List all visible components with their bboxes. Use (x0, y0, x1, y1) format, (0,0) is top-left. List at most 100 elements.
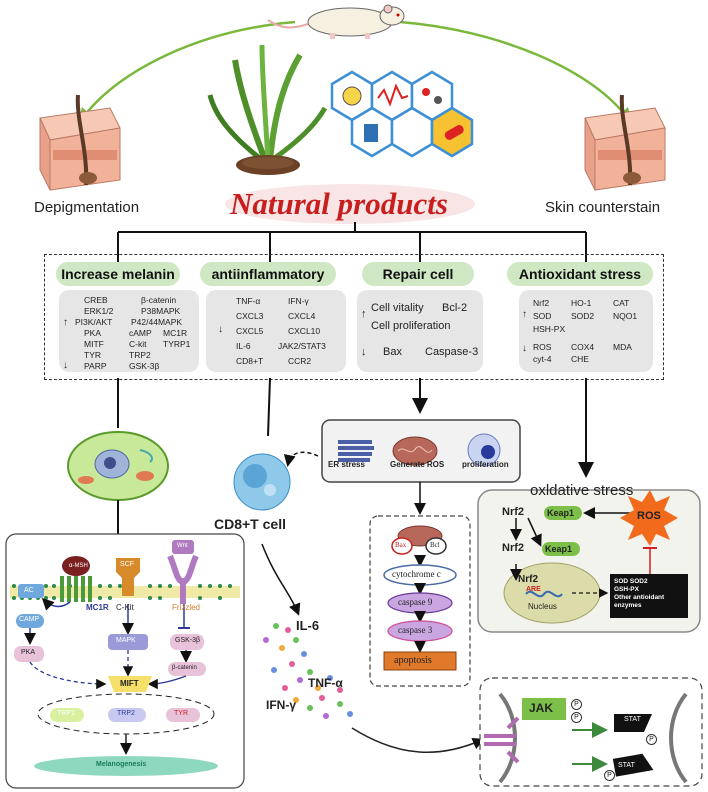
enzyme-line: Other antioidant (614, 594, 665, 601)
melanin-card: CREB β-catenin ERK1/2 P38MAPK ↑ PI3K/AKT… (59, 290, 199, 372)
nrf2-label: Nrf2 (502, 506, 525, 518)
melanin-item: TYR (84, 350, 101, 360)
pill-increase-melanin: Increase melanin (56, 262, 180, 286)
melanin-item: ERK1/2 (84, 306, 114, 316)
lower-diagram (5, 378, 703, 789)
ac-label: AC (24, 587, 34, 594)
melanin-item: PARP (84, 361, 107, 371)
up-arrow-icon: ↑ (361, 308, 367, 320)
repair-item: Cell proliferation (371, 320, 451, 332)
cell-icon (67, 431, 169, 501)
proliferation-icon (467, 433, 501, 467)
melanin-item: C-kit (129, 339, 147, 349)
enzymes-label: SOD SOD2 GSH-PX Other antioidant enzymes (614, 578, 664, 610)
melanin-item: GSK-3β (129, 361, 160, 371)
top-illustration (39, 4, 666, 224)
keap1-label-2: Keap1 (545, 544, 573, 554)
pill-antiinflammatory: antiinflammatory (200, 262, 336, 286)
inflam-item: CD8+T (236, 356, 264, 366)
repair-card: ↑ Cell vitality Bcl-2 Cell proliferation… (357, 290, 483, 372)
melanin-item: TYRP1 (163, 339, 191, 349)
il6-label: IL-6 (296, 618, 320, 633)
trp2-label: TRP2 (117, 710, 135, 717)
melanin-item: PKA (84, 328, 102, 338)
receptor-icon (484, 716, 520, 764)
frizzled-receptor-icon (167, 554, 199, 604)
up-arrow-icon: ↑ (63, 317, 68, 328)
nrf2-label-2: Nrf2 (502, 542, 525, 554)
are-label: ARE (526, 586, 541, 593)
jak-label: JAK (529, 701, 554, 715)
inflam-item: CCR2 (288, 356, 312, 366)
stat-label-2: STAT (618, 762, 635, 769)
plant-icon (207, 44, 328, 175)
melanin-item: PI3K/AKT (75, 317, 113, 327)
ros-label: ROS (637, 510, 661, 522)
depigmentation-label: Depigmentation (34, 199, 140, 216)
scf-label: SCF (120, 561, 134, 568)
melanin-item: cAMP (129, 328, 152, 338)
inflam-item: CXCL3 (236, 311, 264, 321)
antiox-item: ROS (533, 342, 552, 352)
arc-right (399, 20, 626, 116)
caspase3-label: caspase 3 (398, 625, 433, 635)
up-arrow-icon: ↑ (522, 309, 527, 320)
mapk-label: MAPK (116, 637, 136, 644)
er-icon (338, 440, 374, 462)
enzyme-line: enzymes (614, 602, 642, 609)
inflam-item: CXCL4 (288, 311, 316, 321)
repair-item: Cell vitality (371, 302, 424, 314)
cd8-cell-label: CD8+T cell (214, 516, 286, 532)
ckit-receptor-icon (116, 558, 140, 596)
pka-label: PKA (21, 649, 36, 656)
wnt-label: Wnt (177, 543, 188, 549)
inflam-item: CXCL5 (236, 326, 264, 336)
cytokine-dots-icon (263, 623, 353, 719)
melanin-item: MC1R (163, 328, 188, 338)
amsh-label: α-MSH (69, 563, 88, 569)
skin-left-icon (39, 94, 121, 191)
antiox-item: SOD2 (571, 311, 595, 321)
melanin-item: P38MAPK (141, 306, 181, 316)
inflam-item: IL-6 (236, 341, 251, 351)
inflam-item: JAK2/STAT3 (278, 341, 326, 351)
category-connectors (117, 222, 587, 262)
bcatenin-label: β-catenin (172, 665, 197, 671)
antiox-item: HO-1 (571, 298, 592, 308)
phospho-icon: P (571, 712, 582, 723)
stat-label: STAT (624, 716, 641, 723)
melanin-item: P42/44MAPK (131, 317, 183, 327)
skin-counterstain-label: Skin counterstain (545, 199, 661, 216)
down-arrow-icon: ↓ (63, 360, 68, 371)
repair-item: Bax (383, 346, 402, 358)
inflam-item: IFN-γ (288, 296, 309, 306)
inflam-item: TNF-α (236, 296, 261, 306)
melanin-item: CREB (84, 295, 108, 305)
antiox-item: COX4 (571, 342, 595, 352)
pill-repair-cell: Repair cell (362, 262, 474, 286)
mitochondria-icon (392, 436, 438, 466)
antioxidant-card: Nrf2 HO-1 CAT ↑ SOD SOD2 NQO1 HSH-PX ↓ R… (519, 290, 653, 372)
er-stress-label: ER stress (328, 460, 365, 469)
ckit-label: C-Kit (116, 603, 134, 612)
down-arrow-icon: ↓ (218, 324, 223, 335)
skin-right-icon (584, 94, 666, 191)
caspase9-label: caspase 9 (398, 597, 433, 607)
nucleus-label: Nucleus (528, 602, 557, 611)
keap1-label: Keap1 (547, 508, 575, 518)
melanin-item: MITF (84, 339, 104, 349)
antiox-item: MDA (613, 342, 632, 352)
down-arrow-icon: ↓ (522, 343, 527, 354)
antiox-item: CHE (571, 354, 589, 364)
repair-item: Caspase-3 (425, 346, 479, 358)
antiox-item: NQO1 (613, 311, 638, 321)
enzyme-line: SOD SOD2 (614, 578, 648, 585)
phospho-icon: P (571, 699, 582, 710)
nrf2-label-3: Nrf2 (518, 574, 539, 585)
generate-ros-label: Generate ROS (390, 460, 445, 469)
tyr-label: TYR (174, 710, 188, 717)
gsk-label: GSK-3β (175, 637, 201, 644)
oxidative-stress-label: oxldative stress (530, 482, 634, 499)
cytochrome-c-label: cytochrome c (392, 569, 441, 579)
antiox-item: cyt-4 (533, 354, 552, 364)
